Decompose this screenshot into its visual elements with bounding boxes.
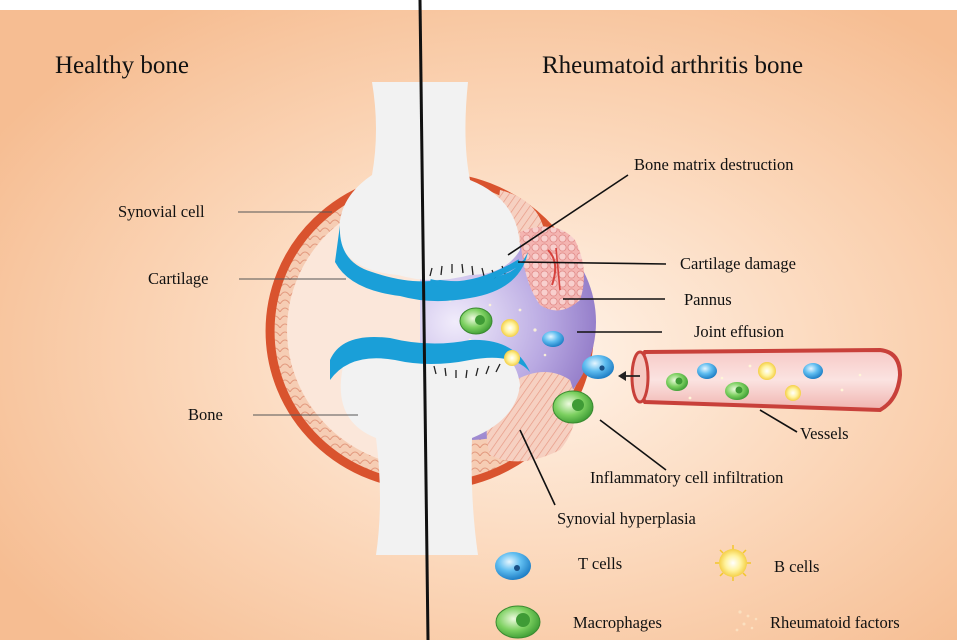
vessel-macrophage-1 (666, 373, 688, 391)
legend-t-cells-label: T cells (578, 554, 622, 574)
macrophage-cell-2 (553, 391, 593, 423)
legend-macrophages-label: Macrophages (573, 613, 662, 633)
legend-b-cell-icon (715, 545, 751, 581)
top-white-band (0, 0, 957, 10)
t-cell-1 (542, 331, 564, 347)
label-vessels: Vessels (800, 424, 849, 444)
legend-rheumatoid-factors-label: Rheumatoid factors (770, 613, 900, 633)
label-bone-matrix-destruction: Bone matrix destruction (634, 155, 793, 175)
vessel-b-cell-1 (758, 362, 776, 380)
vessel-t-cell-1 (697, 363, 717, 379)
macrophage-cell-1 (460, 308, 492, 334)
label-synovial-cell: Synovial cell (118, 202, 205, 222)
ra-bone-title: Rheumatoid arthritis bone (542, 52, 803, 80)
label-joint-effusion: Joint effusion (694, 322, 784, 342)
healthy-bone-title: Healthy bone (55, 52, 189, 80)
label-cartilage: Cartilage (148, 269, 208, 289)
vessel-t-cell-2 (803, 363, 823, 379)
blood-vessel (632, 350, 900, 410)
t-cell-migrating (582, 355, 614, 379)
legend-b-cells-label: B cells (774, 557, 819, 577)
legend-macrophage-icon (496, 606, 540, 638)
label-inflammatory-cell-infiltration: Inflammatory cell infiltration (590, 468, 783, 488)
label-synovial-hyperplasia: Synovial hyperplasia (557, 509, 696, 529)
label-bone: Bone (188, 405, 223, 425)
label-cartilage-damage: Cartilage damage (680, 254, 796, 274)
b-cell-2 (504, 350, 520, 366)
b-cell-1 (501, 319, 519, 337)
label-pannus: Pannus (684, 290, 732, 310)
vessel-macrophage-2 (725, 382, 749, 400)
vessel-b-cell-2 (785, 385, 801, 401)
legend-t-cell-icon (495, 552, 531, 580)
